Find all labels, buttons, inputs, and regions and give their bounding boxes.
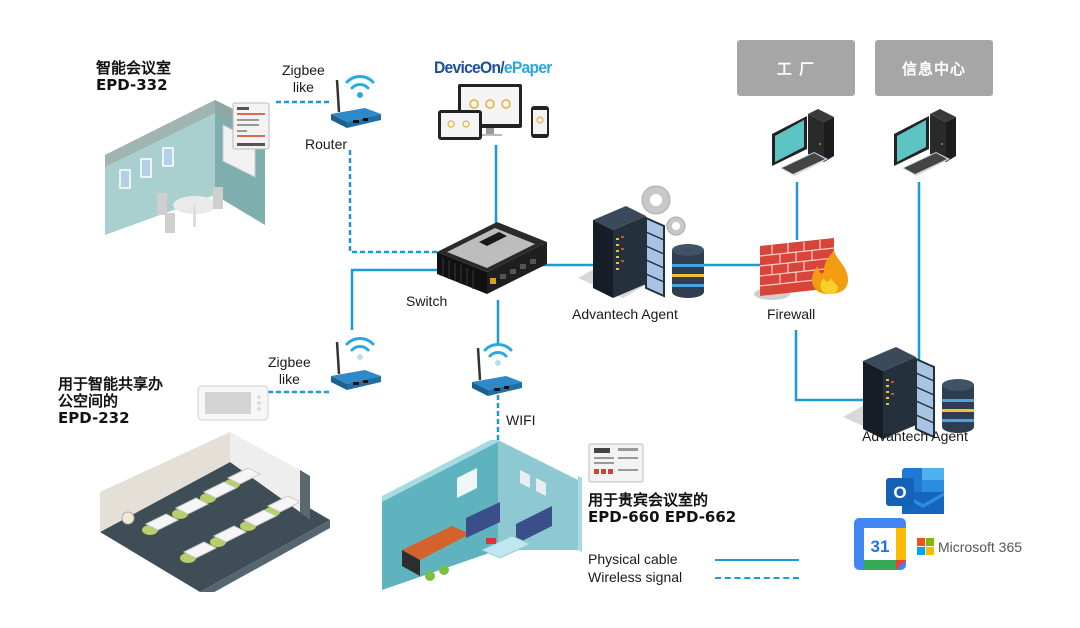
advantech-agent-secondary-label: Advantech Agent — [862, 428, 968, 444]
microsoft-logo-icon — [917, 538, 934, 555]
factory-pc-icon — [772, 109, 834, 176]
deviceon-dashboard-devices-icon — [438, 84, 549, 140]
shared-office-illustration — [100, 432, 330, 592]
deviceon-epaper-logo: DeviceOn/ePaper — [434, 58, 552, 78]
legend-wireless-signal: Wireless signal — [588, 569, 682, 585]
legend-physical-cable: Physical cable — [588, 551, 678, 567]
advantech-agent-secondary-server-icon — [843, 347, 974, 439]
cable-firewall-agent2 — [794, 330, 866, 402]
legend-wireless-line — [715, 577, 799, 579]
epd-332-display-icon — [232, 102, 270, 150]
shared-office-title: 用于智能共享办 公空间的 EPD-232 — [58, 375, 164, 427]
wifi-gateway-icon — [472, 343, 522, 396]
router-gateway-icon — [331, 75, 381, 128]
vip-meeting-title: 用于贵宾会议室的 EPD-660 EPD-662 — [588, 491, 737, 526]
advantech-agent-label: Advantech Agent — [572, 306, 678, 322]
zone-factory: 工 厂 — [737, 40, 855, 96]
wifi-label: WIFI — [506, 412, 536, 428]
meeting-room-title: 智能会议室 EPD-332 — [96, 59, 172, 94]
brand-part2: ePaper — [503, 58, 552, 77]
zone-info-center: 信息中心 — [875, 40, 993, 96]
calendar-day-number: 31 — [871, 537, 890, 556]
vip-meeting-room-illustration — [382, 440, 582, 590]
epd-232-display-icon — [197, 385, 269, 421]
switch-label: Switch — [406, 293, 448, 309]
zigbee-label-left: Zigbee like — [268, 354, 311, 387]
epd-660-display-icon — [588, 443, 644, 483]
router-label: Router — [305, 136, 348, 152]
microsoft-365-logo: Microsoft 365 — [917, 538, 1022, 555]
outlook-icon: O — [886, 468, 944, 514]
legend-physical-line — [715, 559, 799, 561]
wireless-router-switch — [348, 150, 440, 254]
zone-info-center-label: 信息中心 — [901, 59, 966, 78]
zone-factory-label: 工 厂 — [776, 59, 816, 78]
cable-switch-left-gateway — [350, 268, 440, 330]
outlook-letter: O — [893, 483, 906, 502]
switch-icon — [437, 222, 547, 294]
legend-physical-label: Physical cable — [588, 551, 678, 567]
legend-wireless-label: Wireless signal — [588, 569, 683, 585]
firewall-label: Firewall — [767, 306, 816, 322]
microsoft-365-label: Microsoft 365 — [938, 538, 1023, 555]
info-center-pc-icon — [894, 109, 956, 176]
advantech-agent-server-icon — [578, 185, 704, 298]
brand-part1: DeviceOn/ — [434, 58, 505, 77]
google-calendar-icon: 31 — [854, 518, 906, 570]
left-gateway-icon — [331, 337, 381, 390]
zigbee-label-top: Zigbee like — [282, 62, 325, 95]
firewall-icon — [754, 238, 848, 300]
